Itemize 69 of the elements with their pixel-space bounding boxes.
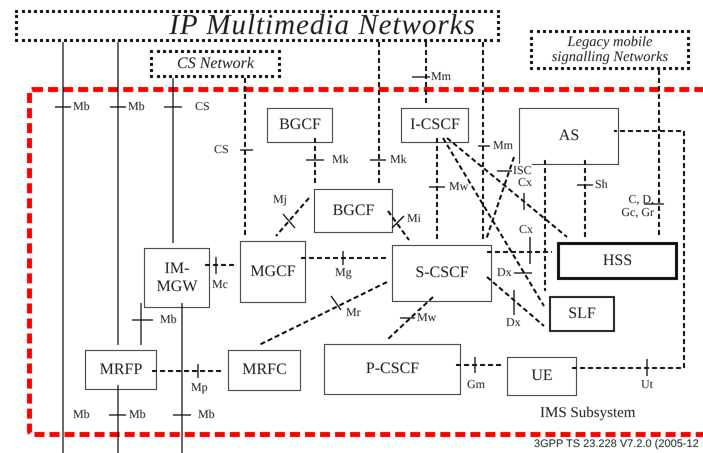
network-function: HSS: [557, 242, 678, 280]
interface-label: Mp: [191, 381, 208, 394]
network-function: BGCF: [267, 108, 333, 143]
interface-line: [644, 70, 664, 237]
interface-label: ISC: [513, 164, 532, 178]
interface-line: [301, 251, 387, 265]
interface-line: [429, 138, 445, 240]
interface-line: [456, 357, 502, 373]
interface-label: Mb: [128, 100, 145, 114]
network-function: P-CSCF: [324, 344, 461, 395]
network-function: MRFP: [85, 350, 157, 390]
interface-label: Cx: [519, 223, 534, 236]
interface-line: [486, 276, 545, 327]
network-function: SLF: [549, 296, 615, 332]
interface-label: Mc: [212, 278, 228, 292]
interface-line: [370, 42, 386, 184]
interface-line: [446, 137, 568, 238]
interface-line: [487, 237, 552, 264]
interface-line: [387, 210, 410, 241]
interface-line: [306, 138, 324, 184]
interface-line: [205, 257, 235, 274]
interface-label: Mb: [160, 313, 177, 326]
interface-line: [109, 385, 126, 453]
interface-line: [132, 303, 153, 345]
network-function: AS: [519, 108, 619, 165]
interface-line: [275, 197, 310, 237]
network-function: I-CSCF: [401, 108, 469, 143]
external-network: CS Network: [150, 50, 281, 78]
interface-line: [442, 137, 545, 307]
subsystem-boundary: [27, 87, 703, 437]
external-network: Legacy mobile signalling Networks: [530, 30, 690, 70]
network-function: MRFC: [228, 350, 301, 391]
interface-label: Mw: [449, 180, 468, 194]
interface-label: Mb: [129, 408, 146, 422]
interface-line: [485, 156, 515, 240]
interface-label: CS: [214, 143, 229, 156]
interface-line: [412, 42, 430, 103]
interface-label: Mj: [273, 193, 288, 206]
interface-line: [387, 296, 434, 340]
interface-line: [478, 42, 490, 240]
network-function: MGCF: [240, 241, 306, 303]
interface-label: Mb: [73, 100, 90, 114]
interface-label: Mg: [335, 266, 352, 280]
interface-line: [572, 130, 685, 376]
interface-line: [577, 160, 593, 237]
boundary-title: IMS Subsystem: [540, 405, 636, 422]
interface-label: Mb: [198, 408, 215, 422]
interface-line: [544, 160, 546, 291]
interface-label: Ut: [641, 378, 653, 392]
network-function: BGCF: [314, 189, 393, 233]
interface-label: Gm: [467, 378, 485, 392]
interface-label: CS: [195, 100, 210, 114]
interface-line: [258, 281, 388, 346]
interface-line: [240, 78, 253, 236]
external-network: IP Multimedia Networks: [15, 10, 500, 42]
network-function: UE: [507, 357, 577, 396]
interface-line: [173, 303, 191, 453]
interface-label: C, D, Gc, Gr: [620, 193, 654, 220]
source-note: 3GPP TS 23.228 V7.2.0 (2005-12: [534, 438, 699, 450]
interface-line: [55, 42, 71, 453]
network-function: IM- MGW: [144, 248, 210, 308]
interface-label: Cx: [518, 176, 532, 190]
interface-label: Mb: [73, 408, 90, 422]
network-function: S-CSCF: [392, 245, 492, 302]
interface-line: [164, 78, 182, 243]
interface-label: Mw: [417, 311, 436, 324]
interface-line: [110, 42, 126, 345]
interface-line: [152, 364, 223, 378]
interface-label: Sh: [595, 178, 608, 192]
